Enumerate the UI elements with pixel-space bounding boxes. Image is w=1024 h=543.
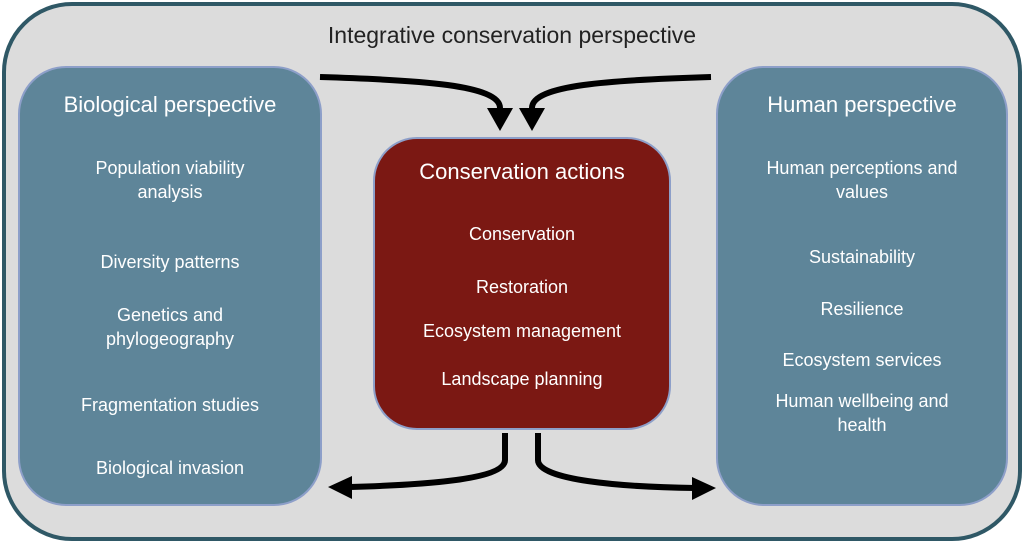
box-heading: Human perspective (767, 92, 957, 117)
list-item: Diversity patterns (100, 252, 240, 272)
conservation-actions-box: Conservation actions Conservation Restor… (373, 137, 671, 430)
list-item: Restoration (475, 277, 569, 297)
list-item: Landscape planning (441, 369, 603, 389)
list-item: Human perceptions and values (766, 158, 958, 202)
diagram-title: Integrative conservation perspective (327, 22, 697, 48)
box-heading: Biological perspective (63, 92, 277, 117)
arrow-out-left (349, 433, 508, 490)
list-item: Population viability analysis (95, 158, 245, 202)
list-item: Resilience (820, 299, 904, 319)
list-item: Genetics and phylogeography (105, 305, 235, 349)
list-item: Human wellbeing and health (775, 391, 949, 435)
list-item: Ecosystem services (782, 350, 942, 370)
list-item: Fragmentation studies (80, 395, 260, 415)
arrowhead-icon (519, 108, 545, 131)
arrowhead-icon (692, 477, 716, 500)
arrow-out-right (535, 433, 696, 491)
box-heading: Conservation actions (419, 159, 625, 184)
list-item: Conservation (468, 224, 576, 244)
arrowhead-icon (328, 476, 352, 499)
arrow-right-in (529, 74, 712, 109)
list-item: Ecosystem management (422, 321, 622, 341)
list-item: Biological invasion (95, 458, 245, 478)
arrowhead-icon (487, 108, 513, 131)
human-perspective-box: Human perspective Human perceptions and … (716, 66, 1008, 506)
arrow-left-in (319, 74, 503, 109)
biological-perspective-box: Biological perspective Population viabil… (18, 66, 322, 506)
list-item: Sustainability (808, 247, 916, 267)
